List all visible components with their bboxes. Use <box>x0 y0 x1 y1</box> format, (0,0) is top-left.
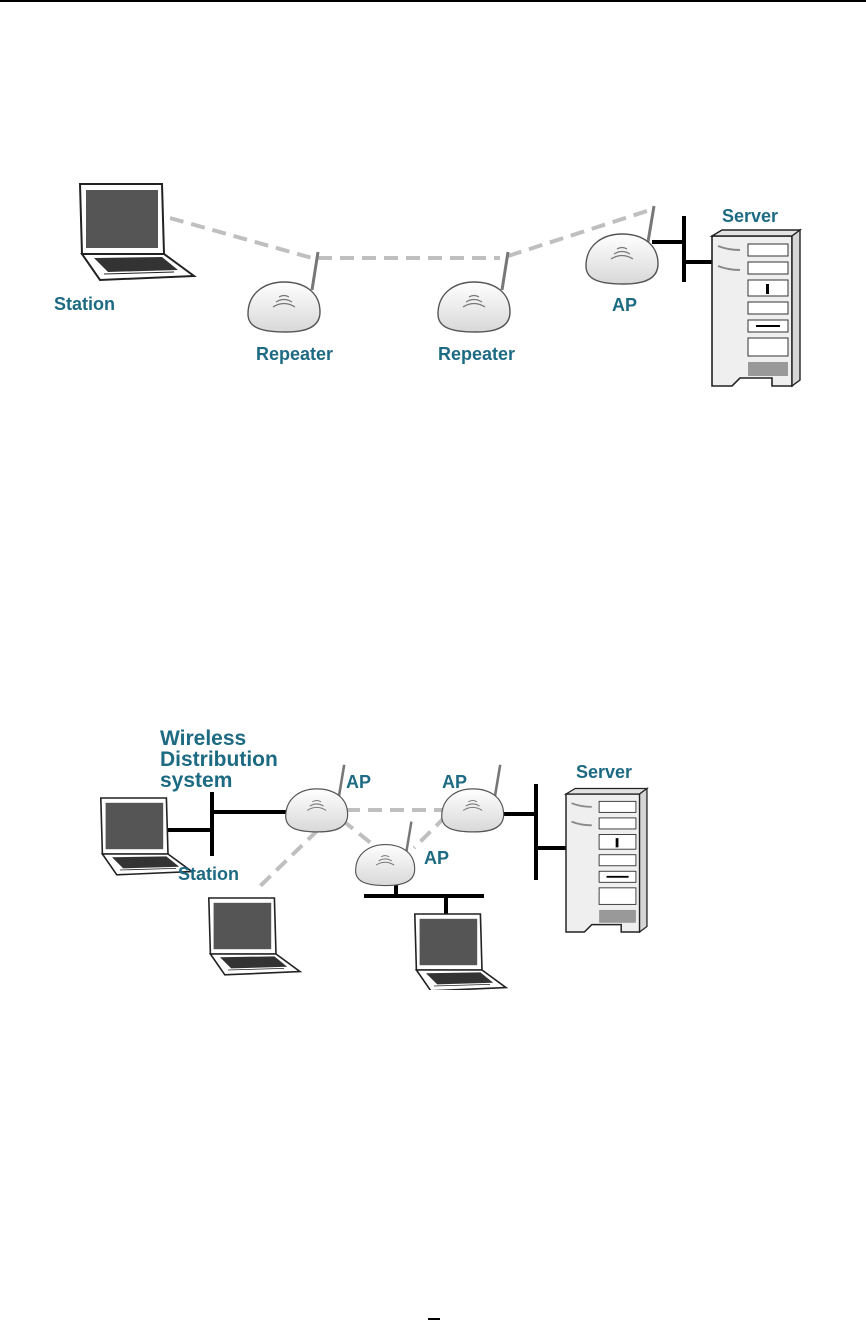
wired-links <box>652 216 718 282</box>
wds-title: Wireless Distribution system <box>160 728 278 791</box>
repeater-1-label: Repeater <box>256 344 333 365</box>
station-label: Station <box>54 294 115 315</box>
wds-title-line1: Wireless <box>160 728 278 749</box>
repeater-diagram-graphic <box>0 170 866 390</box>
wds-title-line3: system <box>160 770 278 791</box>
server-label: Server <box>722 206 778 227</box>
wds-wireless-links <box>256 810 446 890</box>
repeater-2-label: Repeater <box>438 344 515 365</box>
wds-ap-right-label: AP <box>442 772 467 793</box>
page-top-rule <box>0 0 866 2</box>
wds-ap-center-label: AP <box>424 848 449 869</box>
wds-title-line2: Distribution <box>160 749 278 770</box>
wds-ap-left-label: AP <box>346 772 371 793</box>
wds-server-label: Server <box>576 762 632 783</box>
page-number-marker <box>428 1318 440 1320</box>
wds-laptop-bottom-left-icon <box>209 898 300 975</box>
repeater-diagram: Station Repeater Repeater AP Server <box>0 170 866 390</box>
server-icon <box>712 230 800 386</box>
wds-server-icon <box>566 788 647 932</box>
wds-ap-center-icon <box>356 822 415 886</box>
repeater-1-icon <box>248 252 320 332</box>
wds-laptop-bottom-center-icon <box>415 914 506 990</box>
ap-label: AP <box>612 295 637 316</box>
wds-wired-links <box>162 784 568 916</box>
wds-station-label: Station <box>178 864 239 885</box>
station-laptop-icon <box>80 184 194 280</box>
wireless-links <box>170 210 650 258</box>
repeater-2-icon <box>438 252 510 332</box>
wds-ap-left-icon <box>286 765 348 832</box>
wds-diagram: Wireless Distribution system Station AP … <box>0 720 866 990</box>
